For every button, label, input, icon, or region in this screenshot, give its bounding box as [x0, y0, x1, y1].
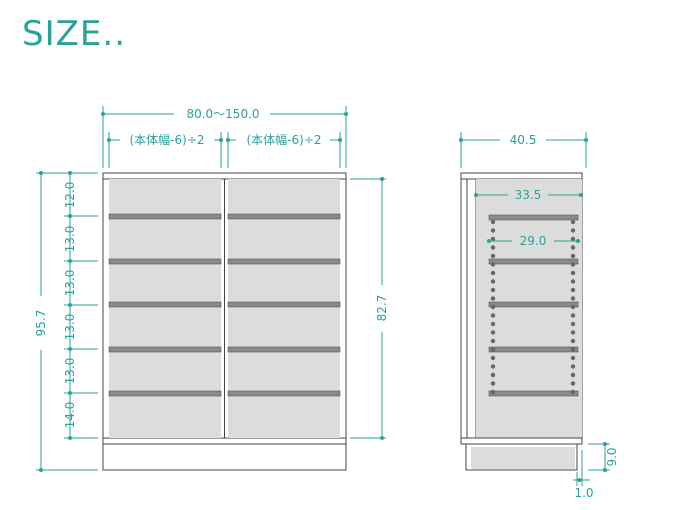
- pin-hole: [570, 321, 576, 327]
- width-dimension: 80.0～150.0: [101, 106, 348, 168]
- pin-hole: [570, 372, 576, 378]
- inner-depth-dimension: 33.5: [474, 188, 583, 202]
- width-label: 80.0～150.0: [186, 107, 259, 121]
- depth-label: 40.5: [510, 133, 537, 147]
- total-height-label: 95.7: [34, 310, 48, 337]
- shelf-1-right: [227, 213, 341, 220]
- pin-hole: [490, 236, 496, 242]
- depth-dimension: 40.5: [459, 132, 588, 168]
- pitch-label-6: 14.0: [63, 402, 77, 429]
- front-view: 80.0～150.0 (本体幅-6)÷2 (本体幅-6)÷2: [34, 106, 389, 472]
- door-width-label-left: (本体幅-6)÷2: [129, 132, 204, 147]
- shelf-4-left: [108, 346, 222, 353]
- shelf-2-left: [108, 258, 222, 265]
- base-offset-label: 1.0: [574, 486, 593, 500]
- pin-hole: [570, 338, 576, 344]
- pin-hole: [490, 296, 496, 301]
- pitch-label-4: 13.0: [63, 314, 77, 341]
- pin-hole: [490, 313, 496, 318]
- shelf-depth-dimension: 29.0: [487, 234, 580, 248]
- shelf-depth-label: 29.0: [520, 234, 547, 248]
- pin-hole: [490, 279, 496, 284]
- pin-hole: [490, 355, 496, 361]
- shelf-pitch-dimension: 12.0 13.0 13.0 13.0 13.0 14.0: [63, 171, 98, 440]
- pin-hole: [490, 330, 496, 335]
- pin-hole: [570, 287, 576, 293]
- base-height-label: 9.0: [605, 447, 619, 466]
- pitch-label-5: 13.0: [63, 358, 77, 385]
- pin-hole: [490, 372, 496, 378]
- pin-hole: [570, 304, 576, 310]
- side-shelf-4: [488, 346, 579, 353]
- pin-hole: [570, 381, 576, 386]
- interior-height-label: 82.7: [375, 295, 389, 322]
- inner-depth-label: 33.5: [515, 188, 542, 202]
- pin-hole: [570, 262, 576, 267]
- pin-hole: [490, 321, 496, 327]
- pin-hole: [490, 347, 496, 352]
- pin-hole: [570, 364, 576, 369]
- shelf-4-right: [227, 346, 341, 353]
- shelf-1-left: [108, 213, 222, 220]
- pin-hole: [570, 389, 576, 395]
- side-shelves: [488, 214, 579, 397]
- page-title: SIZE..: [22, 14, 126, 54]
- base-offset-dimension: 1.0: [573, 450, 594, 500]
- side-shelf-5: [488, 390, 579, 397]
- pin-hole: [490, 389, 496, 395]
- base-height-dimension: 9.0: [588, 442, 619, 472]
- pin-hole: [490, 245, 496, 250]
- pin-hole: [570, 253, 576, 259]
- door-width-label-right: (本体幅-6)÷2: [246, 132, 321, 147]
- pin-hole: [570, 228, 576, 233]
- pin-hole: [570, 355, 576, 361]
- side-shelf-1: [488, 214, 579, 221]
- shelf-3-left: [108, 301, 222, 308]
- side-plinth-inner: [471, 447, 575, 469]
- pin-hole: [570, 279, 576, 284]
- pin-hole: [490, 228, 496, 233]
- side-shelf-3: [488, 301, 579, 308]
- total-height-dimension: 95.7: [34, 171, 98, 472]
- pin-hole: [490, 253, 496, 259]
- pitch-label-1: 12.0: [63, 182, 77, 209]
- pin-hole: [570, 245, 576, 250]
- pitch-label-3: 13.0: [63, 270, 77, 297]
- pin-hole: [490, 381, 496, 386]
- pin-hole: [490, 270, 496, 276]
- side-back-panel: [466, 178, 477, 439]
- front-shelves: [108, 213, 341, 397]
- pitch-label-2: 13.0: [63, 226, 77, 253]
- interior-height-dimension: 82.7: [350, 177, 389, 440]
- shelf-5-left: [108, 390, 222, 397]
- pin-hole: [570, 330, 576, 335]
- pin-hole: [490, 219, 496, 225]
- pin-hole: [570, 236, 576, 242]
- pin-hole: [570, 296, 576, 301]
- shelf-2-right: [227, 258, 341, 265]
- shelf-5-right: [227, 390, 341, 397]
- pin-hole: [490, 262, 496, 267]
- pin-hole: [570, 313, 576, 318]
- pin-hole: [490, 364, 496, 369]
- shelf-3-right: [227, 301, 341, 308]
- pin-hole: [490, 338, 496, 344]
- side-view: 40.5 33.5 29.0 9.0: [459, 132, 619, 500]
- pin-hole: [570, 219, 576, 225]
- pin-hole: [490, 287, 496, 293]
- shelf-pin-holes: [490, 219, 576, 395]
- door-width-dimension: (本体幅-6)÷2 (本体幅-6)÷2: [107, 132, 342, 168]
- pin-hole: [570, 270, 576, 276]
- pin-hole: [490, 304, 496, 310]
- pin-hole: [570, 347, 576, 352]
- side-shelf-2: [488, 258, 579, 265]
